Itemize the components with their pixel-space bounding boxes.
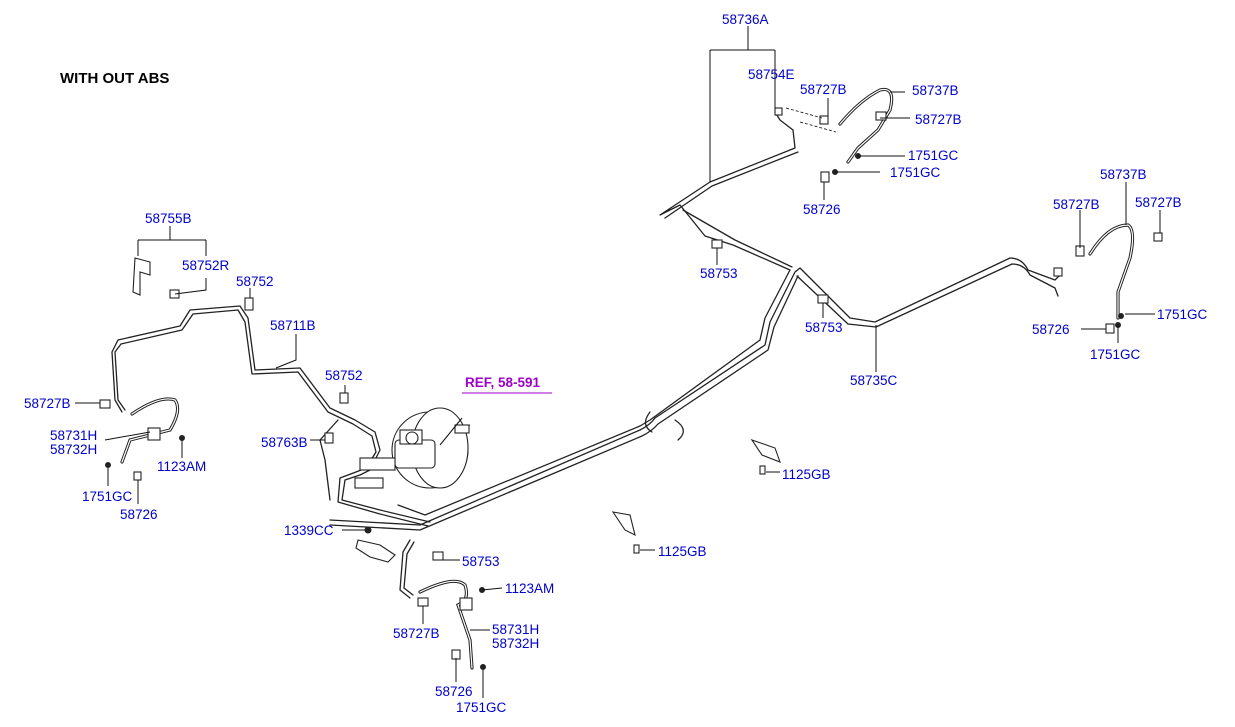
- part-label-1751GC[interactable]: 1751GC: [456, 700, 507, 715]
- part-label-1751GC[interactable]: 1751GC: [1090, 347, 1141, 362]
- part-label-1125GB[interactable]: 1125GB: [658, 544, 707, 559]
- part-label-58753[interactable]: 58753: [700, 266, 738, 281]
- part-label-1751GC[interactable]: 1751GC: [1157, 307, 1208, 322]
- part-label-58737B[interactable]: 58737B: [1100, 167, 1147, 182]
- part-label-1751GC[interactable]: 1751GC: [890, 165, 941, 180]
- reference-link[interactable]: REF, 58-591: [465, 375, 541, 390]
- part-label-58753[interactable]: 58753: [805, 320, 843, 335]
- part-label-58727B[interactable]: 58727B: [393, 626, 440, 641]
- part-label-58731H[interactable]: 58731H: [50, 428, 97, 443]
- part-label-58752R[interactable]: 58752R: [182, 258, 230, 273]
- part-label-58727B[interactable]: 58727B: [1135, 195, 1182, 210]
- part-label-58727B[interactable]: 58727B: [1053, 197, 1100, 212]
- part-label-58726[interactable]: 58726: [1032, 322, 1070, 337]
- proportioning-valve: [355, 526, 396, 563]
- part-label-58726[interactable]: 58726: [120, 507, 158, 522]
- part-label-58726[interactable]: 58726: [803, 202, 841, 217]
- clips-and-brackets: [99, 107, 1163, 611]
- part-label-58752[interactable]: 58752: [236, 274, 274, 289]
- part-label-1751GC[interactable]: 1751GC: [82, 489, 133, 504]
- part-label-58752[interactable]: 58752: [325, 368, 363, 383]
- part-label-58755B[interactable]: 58755B: [145, 211, 192, 226]
- diagram-heading: WITH OUT ABS: [60, 70, 169, 87]
- part-label-1125GB[interactable]: 1125GB: [782, 467, 831, 482]
- fasteners: [105, 153, 1124, 670]
- left-brake-pipe: [111, 305, 431, 527]
- brake-booster: [354, 407, 471, 489]
- part-label-58727B[interactable]: 58727B: [915, 112, 962, 127]
- part-labels: 58736A 58754E 58727B 58737B 58727B 1751G…: [24, 12, 1208, 715]
- part-label-58726[interactable]: 58726: [435, 684, 473, 699]
- brake-hose-left: [120, 397, 180, 464]
- part-label-58711B[interactable]: 58711B: [270, 318, 316, 333]
- part-label-58727B[interactable]: 58727B: [24, 396, 71, 411]
- part-label-1751GC[interactable]: 1751GC: [908, 148, 959, 163]
- part-label-58732H[interactable]: 58732H: [50, 442, 97, 457]
- part-label-58732H[interactable]: 58732H: [492, 636, 539, 651]
- part-label-58737B[interactable]: 58737B: [912, 83, 959, 98]
- part-label-58735C[interactable]: 58735C: [850, 373, 898, 388]
- part-label-58763B[interactable]: 58763B: [261, 435, 308, 450]
- part-label-58753[interactable]: 58753: [462, 554, 500, 569]
- part-label-58754E[interactable]: 58754E: [748, 67, 795, 82]
- lower-brake-pipe: [399, 539, 415, 599]
- leader-lines: [75, 26, 1161, 698]
- brake-hose-bottom: [418, 579, 474, 670]
- part-label-58731H[interactable]: 58731H: [492, 622, 539, 637]
- part-label-1123AM[interactable]: 1123AM: [157, 459, 206, 474]
- brake-hose-upper-right: [838, 87, 894, 164]
- brake-hose-right: [1088, 223, 1135, 320]
- part-label-58736A[interactable]: 58736A: [722, 12, 769, 27]
- part-label-1339CC[interactable]: 1339CC: [284, 523, 334, 538]
- part-label-58727B[interactable]: 58727B: [800, 82, 847, 97]
- part-label-1123AM[interactable]: 1123AM: [505, 581, 554, 596]
- reference-callout[interactable]: REF, 58-591: [462, 375, 552, 394]
